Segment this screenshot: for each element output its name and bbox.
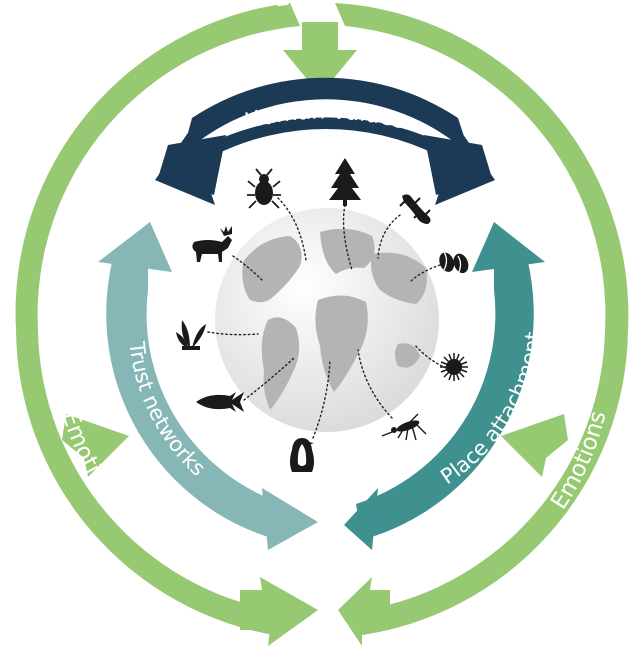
dotted-connectors [207, 197, 447, 439]
emotions-arrow-top [283, 22, 357, 95]
globe-icon [215, 208, 439, 432]
penguin-icon [290, 438, 314, 472]
emotions-arrow-right [501, 414, 568, 477]
label-emotions-top: Emotions [273, 0, 385, 13]
emotions-ring [15, 3, 629, 646]
coffee-beans-icon [439, 251, 469, 275]
human-values-band [155, 77, 495, 205]
moose-icon [192, 226, 232, 262]
beetle-icon [247, 168, 281, 209]
tree-icon [329, 158, 361, 206]
mosquito-icon [381, 413, 427, 441]
urchin-icon [440, 353, 468, 381]
fish-icon [196, 392, 244, 412]
trust-networks-band [98, 222, 318, 550]
lizard-icon [399, 194, 431, 224]
emotions-arrow-bottom-left [240, 577, 318, 646]
emotions-arrow-bottom-right [338, 577, 390, 646]
plant-icon [176, 320, 206, 350]
emotions-arrow-left [62, 414, 129, 477]
place-attachment-band [344, 222, 545, 550]
